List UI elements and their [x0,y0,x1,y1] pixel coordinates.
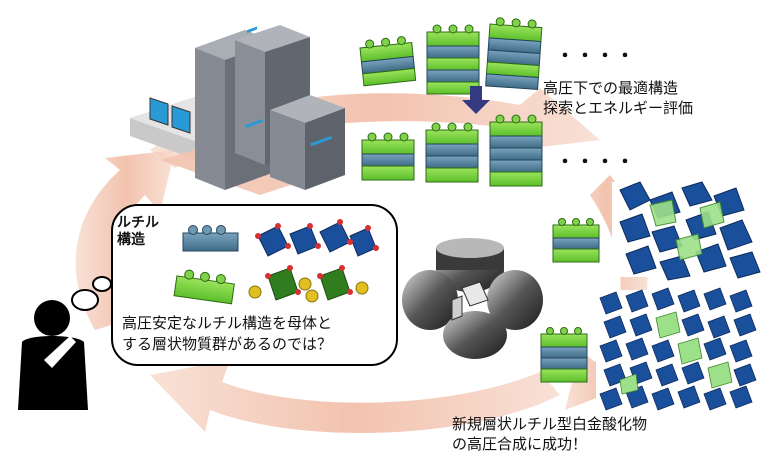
bubble-title-line1: ルチル [117,215,159,231]
label-optimization: 高圧下での最適構造 探索とエネルギー評価 [543,78,693,118]
label-synthesis: 新規層状ルチル型白金酸化物 の高圧合成に成功！ [452,414,647,454]
label-synthesis-line2: の高圧合成に成功！ [452,435,588,453]
thinking-person-icon [18,300,88,410]
bubble-title-line2: 構造 [117,232,145,248]
dots-middle: ・・・・ [556,152,636,173]
bubble-text: 高圧安定なルチル構造を母体と する層状物質群があるのでは？ [122,313,332,355]
bubble-text-line2: する層状物質群があるのでは？ [122,335,333,353]
label-optimization-line2: 探索とエネルギー評価 [543,99,694,117]
brick-stacks-optimized [361,114,543,187]
down-arrow-icon [462,86,490,114]
label-optimization-line1: 高圧下での最適構造 [543,79,679,97]
brick-stacks-top [359,17,543,95]
anvil-press-icon [402,238,543,359]
brick-stacks-right [540,218,600,383]
computer-cluster [130,25,345,195]
bubble-text-line1: 高圧安定なルチル構造を母体と [122,314,333,332]
speech-bubble [71,204,398,366]
bubble-title: ルチル 構造 [117,215,159,249]
crystal-structure-bottom [596,287,762,418]
label-synthesis-line1: 新規層状ルチル型白金酸化物 [452,415,648,433]
dots-top: ・・・・ [556,46,636,67]
crystal-structure-top [612,181,762,281]
